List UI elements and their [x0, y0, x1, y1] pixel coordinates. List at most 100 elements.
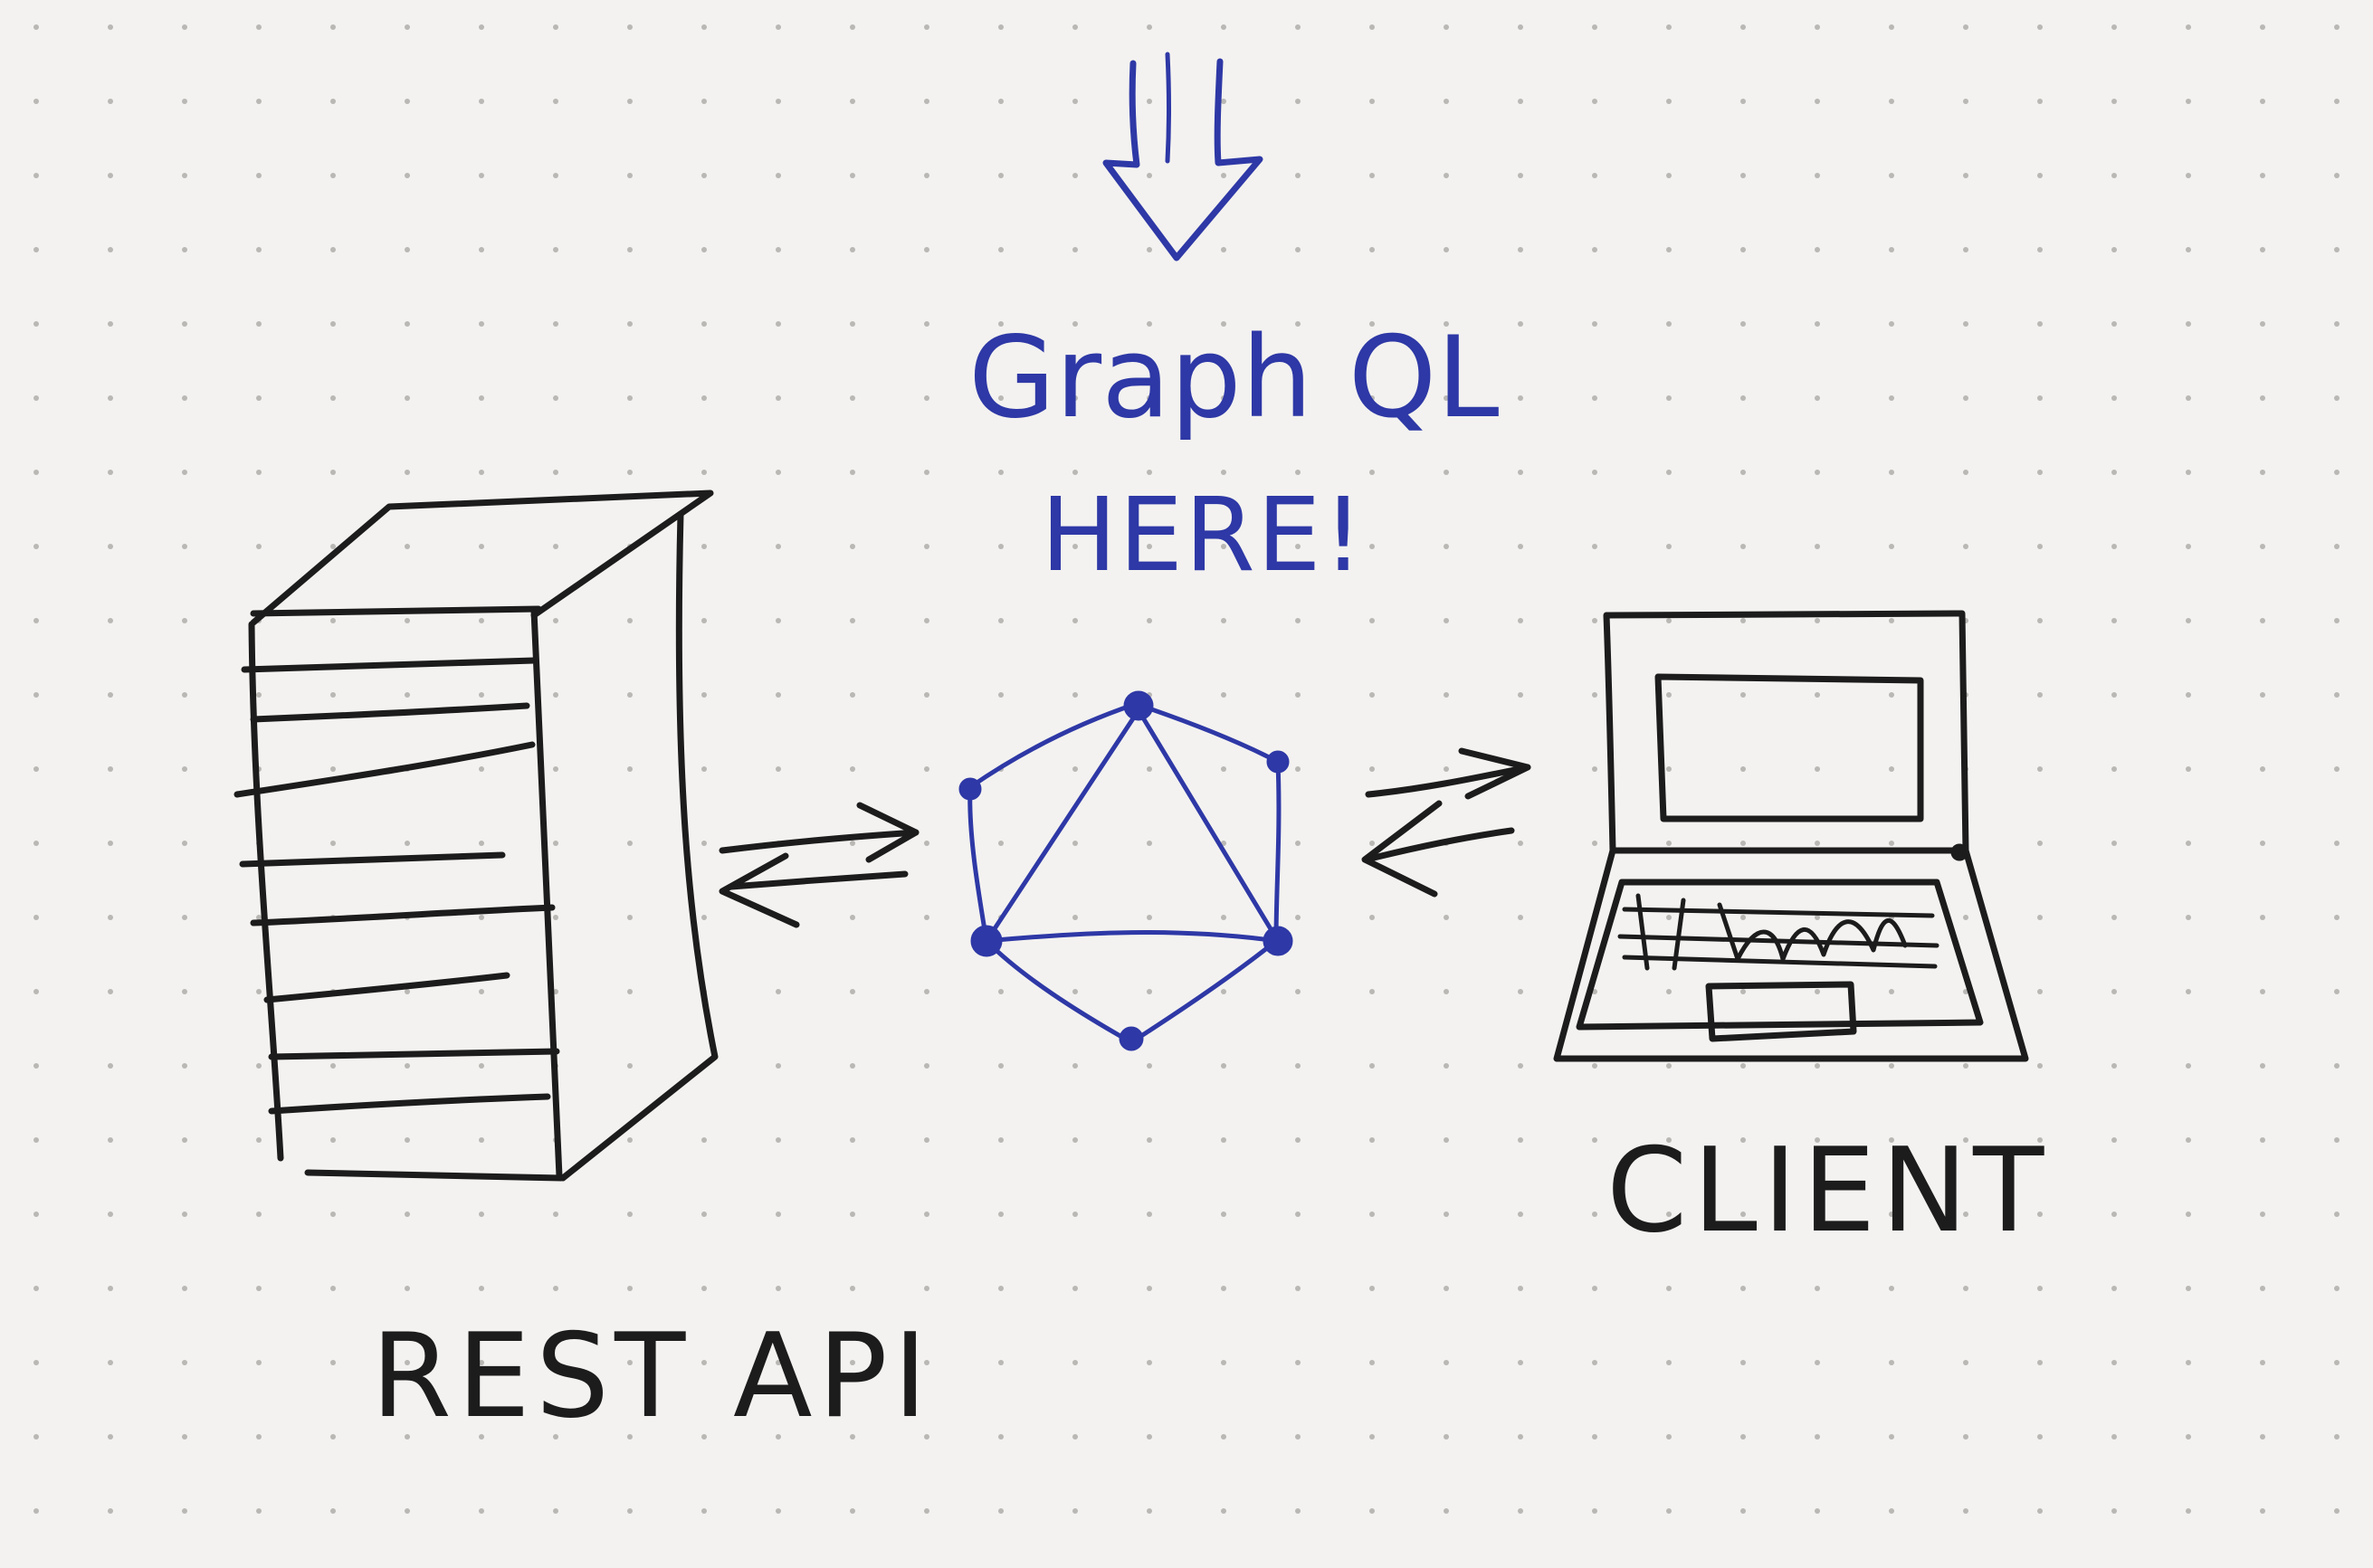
grid-dot — [850, 470, 855, 475]
grid-dot — [1815, 99, 1820, 104]
grid-dot — [2037, 544, 2043, 549]
grid-dot — [182, 99, 187, 104]
grid-dot — [998, 1212, 1004, 1217]
grid-dot — [1072, 841, 1078, 846]
grid-dot — [1889, 395, 1894, 401]
grid-dot — [330, 1212, 336, 1217]
grid-dot — [1369, 618, 1375, 623]
grid-dot — [2186, 841, 2191, 846]
grid-dot — [924, 915, 929, 920]
grid-dot — [924, 618, 929, 623]
grid-dot — [330, 841, 336, 846]
grid-dot — [1666, 321, 1672, 327]
grid-dot — [2037, 395, 2043, 401]
grid-dot — [1815, 1508, 1820, 1514]
grid-dot — [1666, 989, 1672, 994]
grid-dot — [405, 1286, 410, 1291]
grid-dot — [1592, 692, 1597, 698]
grid-dot — [553, 173, 558, 178]
grid-dot — [330, 1434, 336, 1440]
grid-dot — [924, 989, 929, 994]
grid-dot — [627, 470, 633, 475]
grid-dot — [2260, 1212, 2265, 1217]
grid-dot — [1963, 173, 1968, 178]
grid-dot — [108, 1286, 113, 1291]
grid-dot — [256, 99, 262, 104]
grid-dot — [33, 544, 39, 549]
grid-dot — [108, 395, 113, 401]
grid-dot — [627, 1508, 633, 1514]
grid-dot — [1072, 1360, 1078, 1365]
grid-dot — [850, 321, 855, 327]
grid-dot — [1518, 470, 1523, 475]
grid-dot — [33, 618, 39, 623]
grid-dot — [330, 247, 336, 252]
grid-dot — [182, 1434, 187, 1440]
grid-dot — [2037, 989, 2043, 994]
grid-dot — [850, 1286, 855, 1291]
grid-dot — [1369, 915, 1375, 920]
grid-dot — [924, 173, 929, 178]
grid-dot — [256, 1212, 262, 1217]
grid-dot — [1295, 1137, 1301, 1143]
grid-dot — [776, 692, 781, 698]
grid-dot — [108, 692, 113, 698]
grid-dot — [2037, 1508, 2043, 1514]
grid-dot — [33, 1286, 39, 1291]
grid-dot — [479, 544, 484, 549]
grid-dot — [2334, 24, 2340, 30]
grid-dot — [2334, 173, 2340, 178]
grid-dot — [1147, 395, 1152, 401]
grid-dot — [1072, 1508, 1078, 1514]
grid-dot — [776, 989, 781, 994]
grid-dot — [1592, 1212, 1597, 1217]
grid-dot — [108, 618, 113, 623]
grid-dot — [701, 544, 707, 549]
grid-dot — [256, 173, 262, 178]
grid-dot — [405, 395, 410, 401]
grid-dot — [405, 470, 410, 475]
grid-dot — [1444, 1137, 1449, 1143]
grid-dot — [1889, 1286, 1894, 1291]
grid-dot — [2186, 1508, 2191, 1514]
grid-dot — [1221, 395, 1226, 401]
grid-dot — [1444, 1434, 1449, 1440]
grid-dot — [1072, 1137, 1078, 1143]
grid-dot — [1889, 173, 1894, 178]
grid-dot — [998, 173, 1004, 178]
grid-dot — [701, 1434, 707, 1440]
grid-dot — [256, 321, 262, 327]
grid-dot — [182, 1137, 187, 1143]
grid-dot — [405, 989, 410, 994]
grid-dot — [1815, 321, 1820, 327]
grid-dot — [1592, 395, 1597, 401]
grid-dot — [924, 766, 929, 772]
grid-dot — [479, 24, 484, 30]
grid-dot — [1444, 395, 1449, 401]
grid-dot — [1518, 321, 1523, 327]
grid-dot — [1815, 766, 1820, 772]
grid-dot — [108, 841, 113, 846]
grid-dot — [2260, 544, 2265, 549]
grid-dot — [405, 1212, 410, 1217]
grid-dot — [1369, 692, 1375, 698]
grid-dot — [2111, 24, 2117, 30]
grid-dot — [701, 1508, 707, 1514]
grid-dot — [1815, 1063, 1820, 1069]
grid-dot — [701, 247, 707, 252]
grid-dot — [1740, 1508, 1746, 1514]
grid-dot — [330, 99, 336, 104]
grid-dot — [2260, 173, 2265, 178]
grid-dot — [998, 989, 1004, 994]
grid-dot — [1963, 1360, 1968, 1365]
grid-dot — [1815, 247, 1820, 252]
grid-dot — [1815, 915, 1820, 920]
grid-dot — [850, 24, 855, 30]
grid-dot — [1963, 24, 1968, 30]
grid-dot — [1518, 544, 1523, 549]
grid-dot — [1295, 544, 1301, 549]
grid-dot — [2111, 1508, 2117, 1514]
grid-dot — [2111, 766, 2117, 772]
grid-dot — [1815, 1286, 1820, 1291]
